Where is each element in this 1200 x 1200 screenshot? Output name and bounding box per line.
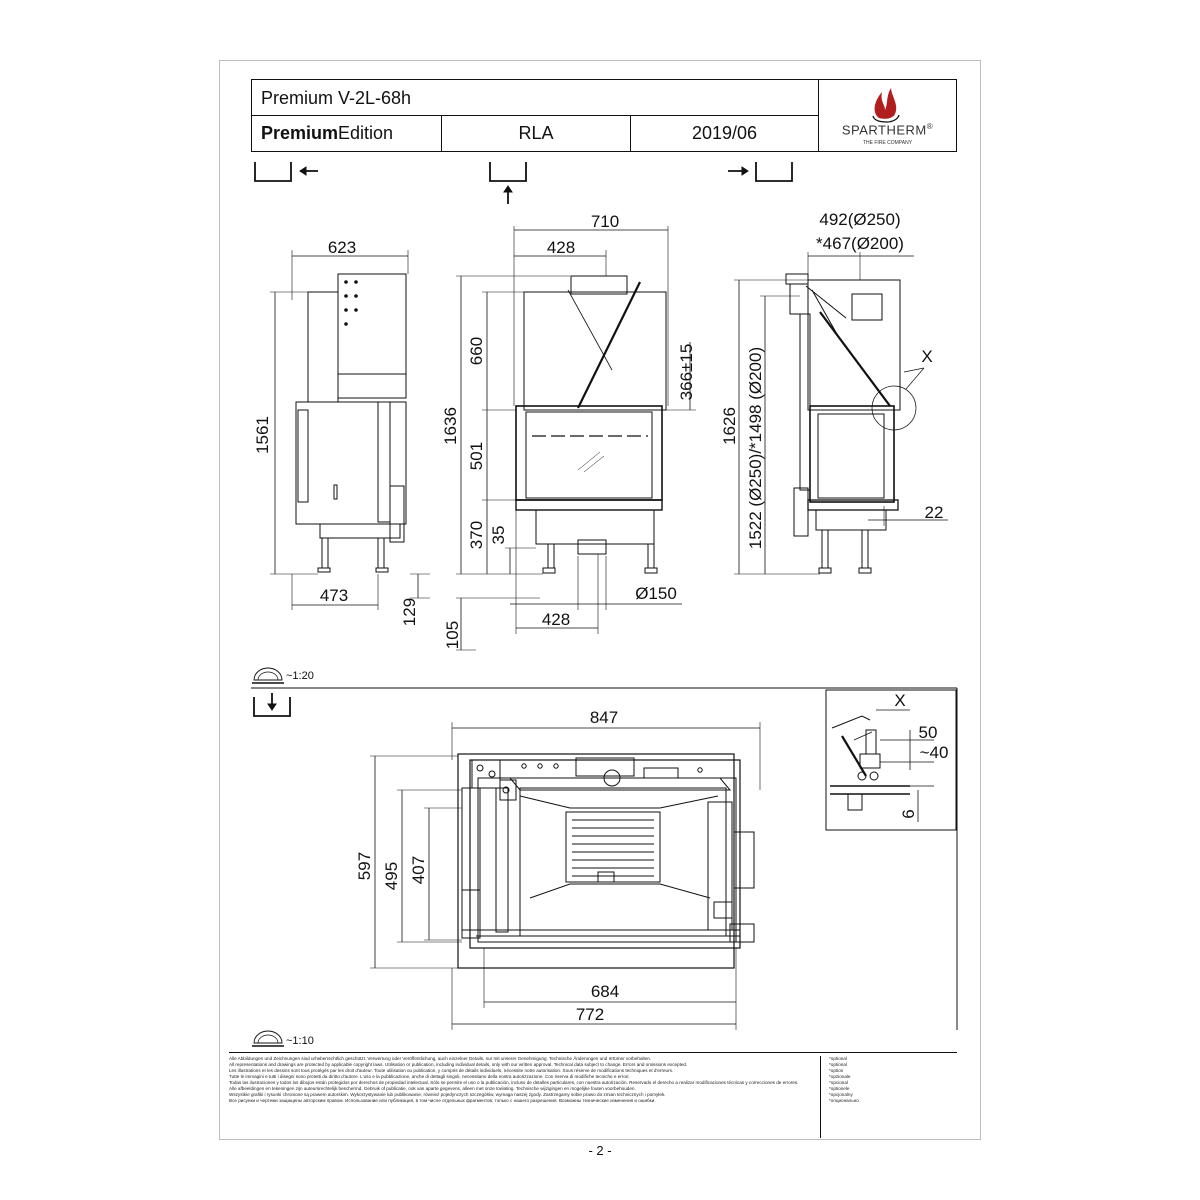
scale-label-top: ~1:20 (286, 670, 314, 682)
drawing-sheet (219, 60, 981, 1140)
title-row: Premium V-2L-68h (252, 80, 819, 116)
detail-x (825, 689, 957, 831)
detail-dim-40: ~40 (920, 743, 949, 762)
disclaimer-line: Wszystkie grafiki i rysunki chronione są… (229, 1092, 666, 1097)
optional-line: *opcional (829, 1080, 848, 1085)
dim-lift-366: 366±15 (677, 344, 696, 401)
optional-notes: *optional *optional *option *opzionale *… (829, 1056, 949, 1104)
dim-base-370: 370 (467, 521, 486, 549)
edition-rest: Edition (338, 123, 394, 143)
dim-width-428-bottom: 428 (542, 610, 570, 629)
brand-tagline: THE FIRE COMPANY (862, 140, 913, 146)
flame-icon (872, 88, 900, 123)
detail-dim-6: 6 (899, 809, 918, 818)
optional-line: *optionele (829, 1086, 850, 1091)
disclaimer-line: Les illustrations et les dessins sont to… (229, 1068, 674, 1073)
dim-height-1561: 1561 (253, 416, 272, 454)
edition-cell: PremiumEdition (252, 116, 442, 151)
dim-width-847: 847 (590, 708, 618, 727)
scale-label-bottom: ~1:10 (286, 1035, 314, 1047)
dim-glass-501: 501 (467, 442, 486, 470)
dim-air-inlet: Ø150 (635, 584, 677, 603)
dim-height-1636: 1636 (441, 407, 460, 445)
scale-icon-bottom (252, 1030, 284, 1047)
brand-name: SPARTHERM® (819, 122, 956, 137)
view-right-icon (728, 162, 793, 182)
dim-ground-105: 105 (443, 621, 462, 649)
dim-flue-200: *467(Ø200) (816, 234, 904, 253)
disclaimer-line: Tutte le immagini e tutti i disegni sono… (229, 1074, 630, 1079)
optional-line: *optional (829, 1056, 847, 1061)
title-block: Premium V-2L-68h PremiumEdition RLA 2019… (251, 79, 957, 152)
scale-icon-top (252, 667, 284, 684)
optional-line: *opcjonalny (829, 1092, 853, 1097)
view-top-icon (253, 693, 291, 717)
front-view (456, 226, 696, 651)
brand-logo: SPARTHERM® THE FIRE COMPANY (819, 80, 956, 151)
dim-foot-35: 35 (489, 526, 508, 545)
dim-width-623: 623 (328, 238, 356, 257)
dim-width-710: 710 (591, 212, 619, 231)
dim-width-772: 772 (576, 1005, 604, 1024)
dim-flue-250: 492(Ø250) (819, 210, 900, 229)
dim-upper-660: 660 (467, 337, 486, 365)
dim-depth-473: 473 (320, 586, 348, 605)
view-left-icon (254, 162, 318, 182)
model-name: Premium V-2L-68h (261, 88, 412, 108)
edition-bold: Premium (261, 123, 339, 143)
dim-height-flue: 1522 (Ø250)/*1498 (Ø200) (746, 347, 765, 549)
disclaimer-text: Alle Abbildungen und Zeichnungen sind ur… (229, 1056, 821, 1138)
dim-height-1626: 1626 (720, 407, 739, 445)
brand-mark: ® (926, 122, 934, 131)
dim-offset-22: 22 (925, 503, 944, 522)
disclaimer-line: Alle Abbildungen und Zeichnungen sind ur… (229, 1056, 652, 1061)
dim-depth-407: 407 (409, 856, 428, 884)
detail-ref-x: X (921, 347, 932, 366)
optional-line: *option (829, 1068, 844, 1073)
variant-cell: RLA (442, 116, 631, 151)
page-number: - 2 - (588, 1143, 612, 1158)
dim-flue-428: 428 (547, 238, 575, 257)
optional-line: *opzionale (829, 1074, 851, 1079)
optional-line: *optional (829, 1062, 847, 1067)
brand-text: SPARTHERM (841, 122, 927, 138)
disclaimer-block: Alle Abbildungen und Zeichnungen sind ur… (229, 1052, 957, 1138)
detail-label-x: X (894, 691, 905, 710)
side-view-right (734, 252, 948, 575)
dim-width-684: 684 (591, 982, 619, 1001)
disclaimer-line: All representations and drawings are pro… (229, 1062, 688, 1067)
disclaimer-line: Alle afbeeldingen en tekeningen zijn aut… (229, 1086, 636, 1091)
disclaimer-line: Todas las ilustraciones y todos los dibu… (229, 1080, 799, 1085)
disclaimer-line: Все рисунки и чертежи защищены авторским… (229, 1098, 656, 1103)
dim-depth-495: 495 (382, 862, 401, 890)
optional-line: *опционально (829, 1098, 859, 1103)
side-view-left (270, 250, 430, 610)
date-cell: 2019/06 (631, 116, 819, 151)
detail-dim-50: 50 (919, 723, 938, 742)
view-front-icon (489, 162, 527, 204)
dim-depth-597: 597 (355, 852, 374, 880)
dim-leg-129: 129 (400, 598, 419, 626)
plan-view (370, 722, 761, 1030)
